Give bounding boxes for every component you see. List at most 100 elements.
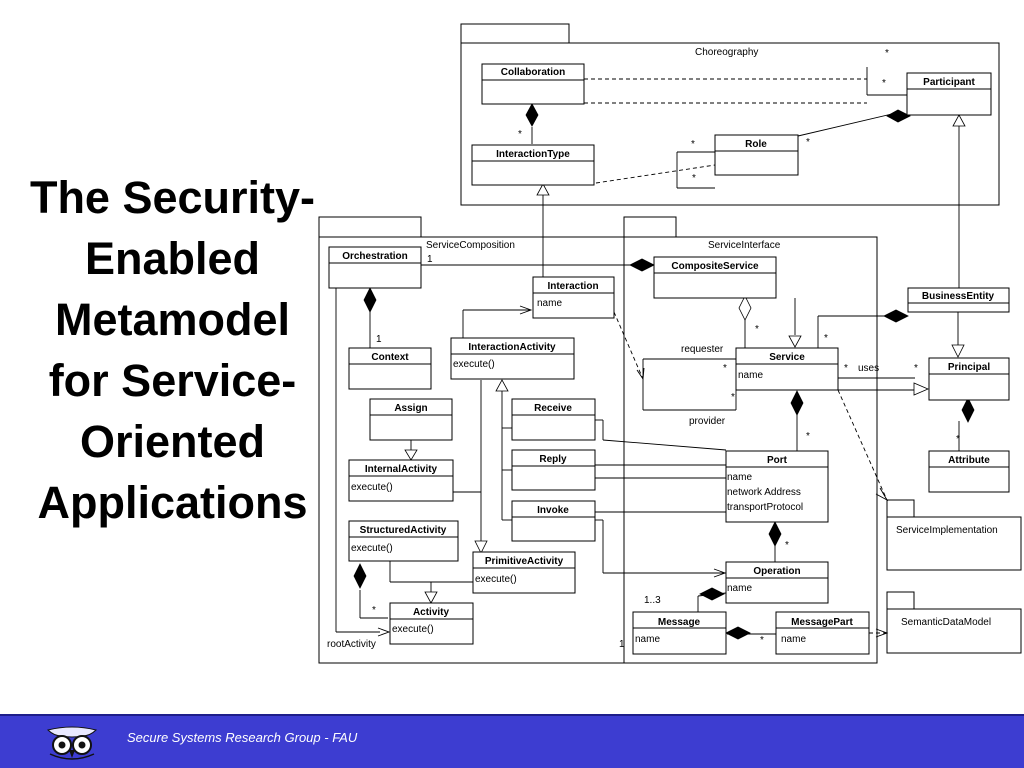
class-name: Interaction [547,281,598,292]
inheritance-arrow-icon [474,540,488,554]
inheritance-arrow-icon [495,379,509,392]
class-activity: Activity execute() [389,602,474,645]
class-name: InteractionActivity [468,342,556,353]
footer-text: Secure Systems Research Group - FAU [127,730,358,745]
arrow-icon [875,487,889,502]
class-attribute: name [781,634,806,645]
composition-diamond-icon [725,626,751,640]
inheritance-arrow-icon [788,335,802,348]
inheritance-arrow-icon [951,344,965,358]
class-name: Reply [539,454,567,465]
inheritance-arrow-icon [536,183,550,196]
inheritance-arrow-icon [913,382,930,396]
class-service: Service name [735,347,839,391]
class-attribute: execute() [475,574,517,585]
class-name: Orchestration [342,251,408,262]
class-attribute: network Address [727,487,801,498]
class-interaction-type: InteractionType [471,144,595,186]
arrow-icon [519,305,533,315]
uml-diagram: Choreography ServiceComposition ServiceI… [318,23,1022,664]
role-label-provider: provider [689,416,726,427]
class-attribute: name [635,634,660,645]
class-name: Collaboration [501,67,565,78]
class-name: Attribute [948,455,990,466]
role-label-requester: requester [681,344,724,355]
multiplicity-label: 1..3 [644,595,661,606]
class-participant: Participant [906,72,992,116]
class-name: PrimitiveActivity [485,556,564,567]
class-attribute: execute() [351,543,393,554]
multiplicity-label: * [731,392,735,403]
class-interaction: Interaction name [532,276,615,319]
package-service-implementation: ServiceImplementation [886,499,1022,571]
owl-logo-icon [42,724,102,762]
composition-diamond-icon [961,397,975,423]
package-label-semantic-data-model: SemanticDataModel [901,617,991,628]
class-name: StructuredActivity [360,525,447,536]
class-name: Assign [394,403,427,414]
multiplicity-label: * [723,363,727,374]
class-collaboration: Collaboration [481,63,585,105]
multiplicity-label: * [824,333,828,344]
class-name: BusinessEntity [922,291,995,302]
class-business-entity: BusinessEntity [907,287,1010,313]
class-name: Context [371,352,409,363]
multiplicity-label: * [760,635,764,646]
multiplicity-label: * [806,431,810,442]
class-attribute: execute() [351,482,393,493]
package-label-choreography: Choreography [695,47,758,58]
slide-title: The Security- Enabled Metamodel for Serv… [29,172,316,528]
multiplicity-label: * [372,605,376,616]
class-port: Port name network Address transportProto… [725,450,829,523]
multiplicity-label: * [885,48,889,59]
role-label-uses: uses [858,363,879,374]
composition-diamond-icon [886,109,911,123]
class-context: Context [348,347,432,390]
class-name: Message [658,617,701,628]
multiplicity-label: * [692,173,696,184]
composition-diamond-icon [353,563,367,589]
multiplicity-label: * [806,137,810,148]
class-name: MessagePart [791,617,853,628]
multiplicity-label: 1 [427,254,433,265]
footer-bar: Secure Systems Research Group - FAU [0,714,1024,768]
class-name: Activity [413,607,450,618]
composition-diamond-icon [525,103,539,127]
class-principal: Principal [928,357,1010,401]
composition-diamond-icon [790,390,804,416]
class-orchestration: Orchestration [328,246,422,289]
class-attribute: execute() [453,359,495,370]
package-label-service-implementation: ServiceImplementation [896,525,998,536]
multiplicity-label: * [956,434,960,445]
multiplicity-label: * [844,363,848,374]
class-reply: Reply [511,449,596,491]
inheritance-arrow-icon [952,114,966,127]
class-attribute: transportProtocol [727,502,803,513]
class-attribute: name [727,583,752,594]
class-message-part: MessagePart name [775,611,870,655]
role-label-root-activity: rootActivity [327,639,376,650]
class-name: Participant [923,77,975,88]
class-receive: Receive [511,398,596,441]
multiplicity-label: 1 [376,334,382,345]
class-name: Invoke [537,505,569,516]
composition-diamond-icon [883,309,909,323]
arrow-icon [377,627,391,637]
multiplicity-label: * [914,363,918,374]
class-interaction-activity: InteractionActivity execute() [450,337,575,380]
package-semantic-data-model: SemanticDataModel [886,591,1022,654]
package-label-service-composition: ServiceComposition [426,240,515,251]
multiplicity-label: * [755,324,759,335]
class-attribute: name [727,472,752,483]
arrow-icon [636,367,645,381]
inheritance-arrow-icon [404,449,418,461]
inheritance-arrow-icon [424,591,438,604]
arrow-icon [875,628,889,638]
relationship-ends [353,103,975,640]
class-name: Port [767,455,788,466]
package-label-service-interface: ServiceInterface [708,240,781,251]
multiplicity-label: * [691,139,695,150]
composition-diamond-icon [768,521,782,547]
class-attribute: name [738,370,763,381]
class-attribute: Attribute [928,450,1010,493]
